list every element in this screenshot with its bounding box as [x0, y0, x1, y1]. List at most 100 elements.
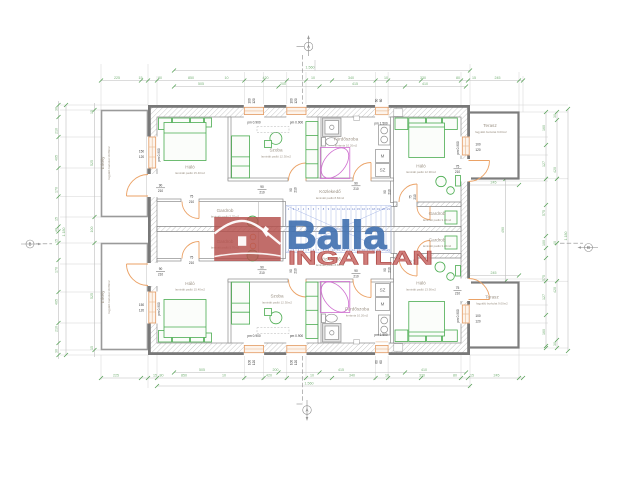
svg-text:75: 75	[190, 256, 194, 260]
svg-text:pm 0.900: pm 0.900	[157, 148, 161, 162]
svg-text:490: 490	[501, 227, 505, 233]
svg-text:15: 15	[470, 373, 474, 377]
svg-text:210: 210	[353, 275, 359, 279]
svg-text:60: 60	[379, 99, 383, 103]
svg-text:170: 170	[54, 267, 58, 273]
svg-text:575: 575	[542, 210, 546, 216]
svg-text:505: 505	[199, 368, 205, 372]
svg-text:Háló: Háló	[416, 281, 426, 286]
svg-text:pm 0.900: pm 0.900	[456, 141, 460, 155]
svg-text:15: 15	[90, 110, 94, 114]
svg-text:525: 525	[90, 160, 94, 166]
svg-text:420: 420	[263, 76, 269, 80]
svg-text:210: 210	[413, 259, 417, 265]
svg-text:75: 75	[456, 286, 460, 290]
svg-text:210: 210	[54, 326, 58, 332]
svg-text:10: 10	[311, 76, 315, 80]
svg-text:210: 210	[388, 267, 392, 273]
svg-text:850: 850	[181, 373, 187, 377]
svg-text:340: 340	[348, 76, 354, 80]
svg-text:90: 90	[260, 266, 264, 270]
svg-text:kerámia 10.20m2: kerámia 10.20m2	[346, 314, 369, 318]
svg-text:75: 75	[409, 260, 413, 264]
svg-text:210: 210	[158, 273, 164, 277]
svg-text:120: 120	[252, 98, 256, 104]
svg-text:10: 10	[332, 207, 335, 211]
svg-text:210: 210	[353, 187, 359, 191]
svg-text:60: 60	[379, 360, 383, 364]
svg-text:225: 225	[114, 76, 120, 80]
svg-text:INGATLAN: INGATLAN	[288, 247, 433, 269]
svg-text:245: 245	[495, 76, 501, 80]
svg-text:10: 10	[385, 373, 389, 377]
svg-text:Szoba: Szoba	[269, 148, 282, 153]
svg-text:210: 210	[388, 189, 392, 195]
svg-text:245: 245	[491, 180, 497, 184]
svg-text:Terasz: Terasz	[485, 295, 499, 300]
svg-text:1.180: 1.180	[62, 228, 66, 237]
svg-text:16: 16	[362, 207, 365, 211]
svg-text:210: 210	[294, 268, 298, 274]
svg-text:fagyálló burkolat 10.80m2: fagyálló burkolat 10.80m2	[107, 280, 111, 313]
svg-text:pm 1.500: pm 1.500	[374, 122, 388, 126]
svg-text:21: 21	[387, 248, 390, 252]
svg-text:420: 420	[266, 373, 272, 377]
svg-text:75: 75	[190, 195, 194, 199]
svg-text:80: 80	[158, 76, 162, 80]
svg-text:40: 40	[553, 241, 557, 245]
svg-text:15: 15	[472, 76, 476, 80]
svg-text:A: A	[307, 44, 310, 49]
svg-text:11: 11	[337, 248, 340, 252]
svg-text:120: 120	[252, 360, 256, 366]
svg-text:120: 120	[475, 320, 481, 324]
svg-text:13: 13	[347, 207, 350, 211]
svg-text:6: 6	[313, 207, 315, 211]
svg-text:M: M	[381, 154, 385, 159]
svg-text:pm 0.900: pm 0.900	[157, 302, 161, 316]
svg-text:100: 100	[475, 314, 481, 318]
svg-text:850: 850	[188, 76, 194, 80]
svg-text:30: 30	[54, 349, 58, 353]
svg-text:5: 5	[308, 248, 310, 252]
svg-text:90: 90	[289, 188, 293, 192]
svg-text:210: 210	[259, 191, 265, 195]
svg-text:Balla: Balla	[287, 213, 388, 257]
svg-text:kerámia 10.20m2: kerámia 10.20m2	[335, 144, 358, 148]
svg-text:2: 2	[293, 248, 295, 252]
svg-text:fagyálló burkolat 10.80m2: fagyálló burkolat 10.80m2	[107, 146, 111, 179]
svg-text:B: B	[587, 245, 590, 250]
svg-text:laminált padló 8.84m2: laminált padló 8.84m2	[316, 196, 345, 200]
svg-text:pm 1.500: pm 1.500	[374, 333, 388, 337]
svg-text:225: 225	[113, 373, 119, 377]
svg-text:Gardrob: Gardrob	[429, 211, 446, 216]
svg-text:10: 10	[222, 373, 226, 377]
svg-text:120: 120	[294, 98, 298, 104]
svg-text:M: M	[381, 302, 385, 307]
svg-text:8: 8	[323, 248, 325, 252]
svg-text:laminált padló 15.40m2: laminált padló 15.40m2	[175, 288, 205, 292]
svg-text:415: 415	[338, 368, 344, 372]
svg-text:fagyálló burkolat 9.00m2: fagyálló burkolat 9.00m2	[475, 130, 507, 134]
svg-text:525: 525	[90, 293, 94, 299]
svg-text:210: 210	[455, 292, 461, 296]
svg-text:120: 120	[475, 148, 481, 152]
svg-text:80: 80	[160, 373, 164, 377]
svg-text:100: 100	[542, 240, 546, 246]
svg-text:B: B	[29, 242, 32, 247]
svg-text:150: 150	[139, 303, 145, 307]
svg-text:330: 330	[419, 373, 425, 377]
svg-text:100: 100	[90, 227, 94, 233]
svg-text:Háló: Háló	[185, 165, 195, 170]
svg-text:100: 100	[290, 98, 294, 104]
svg-text:90: 90	[383, 268, 387, 272]
svg-text:15: 15	[139, 76, 143, 80]
svg-text:SZ: SZ	[380, 168, 386, 173]
svg-text:80: 80	[453, 373, 457, 377]
svg-text:120: 120	[139, 309, 145, 313]
svg-text:laminált padló 12.30m2: laminált padló 12.30m2	[261, 155, 291, 159]
svg-text:4: 4	[303, 207, 305, 211]
svg-text:pm 0.900: pm 0.900	[290, 334, 304, 338]
svg-text:90: 90	[354, 269, 358, 273]
svg-text:127: 127	[542, 161, 546, 167]
svg-text:100: 100	[248, 360, 252, 366]
